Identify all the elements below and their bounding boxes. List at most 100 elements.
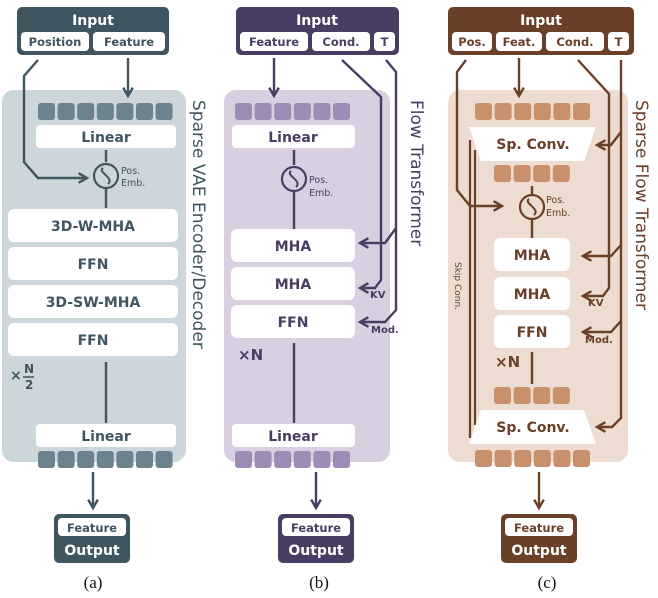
panel-c-tokens-top bbox=[475, 103, 590, 120]
panel-c-output-feature: Feature bbox=[514, 521, 564, 535]
panel-c-token bbox=[514, 103, 532, 120]
svg-text:N: N bbox=[24, 362, 34, 376]
panel-a-input-feature-chip bbox=[93, 32, 165, 51]
panel-a-output-feature: Feature bbox=[67, 521, 117, 535]
panel-a-token bbox=[136, 451, 153, 468]
panel-b-block-ffn bbox=[231, 305, 355, 338]
panel-a-token bbox=[96, 451, 114, 468]
panel-a-repeat-label: × N 2 bbox=[10, 362, 34, 392]
panel-b-token bbox=[313, 103, 331, 120]
panel-c-pos-line bbox=[455, 59, 505, 212]
panel-b-linear-top-label: Linear bbox=[268, 130, 318, 146]
panel-a-linear-top-label: Linear bbox=[81, 130, 131, 146]
panel-c-output-title: Output bbox=[511, 543, 567, 559]
panel-b-tokens-top bbox=[235, 103, 350, 120]
panel-c-t-branch-mha bbox=[580, 244, 622, 262]
panel-c-block-mha-2 bbox=[494, 277, 570, 310]
panel-b-token bbox=[235, 103, 252, 120]
panel-b-input-t: T bbox=[381, 35, 389, 49]
panel-b-block-ffn-label: FFN bbox=[278, 315, 309, 331]
panel-b-token bbox=[254, 451, 272, 468]
panel-a-token bbox=[38, 451, 55, 468]
panel-a-tokens-bottom bbox=[38, 451, 173, 468]
panel-c-sp-conv-top bbox=[469, 127, 596, 161]
panel-a-token bbox=[38, 103, 55, 120]
panel-a-input-position: Position bbox=[29, 35, 82, 49]
panel-c-token bbox=[573, 103, 590, 120]
panel-c-sp-conv-bottom-label: Sp. Conv. bbox=[496, 420, 569, 436]
panel-a-block-3d-sw-mha-label: 3D-SW-MHA bbox=[46, 295, 141, 311]
panel-b-linear-bottom bbox=[232, 424, 355, 447]
panel-a-block-ffn-1-label: FFN bbox=[78, 257, 109, 273]
panel-a-output-box: Feature Output bbox=[54, 514, 130, 563]
panel-b-linear-bottom-label: Linear bbox=[268, 429, 318, 445]
panel-a-block-ffn-2 bbox=[8, 323, 178, 356]
panel-a-output-title: Output bbox=[64, 543, 120, 559]
panel-a-token bbox=[116, 103, 134, 120]
svg-text:×: × bbox=[10, 368, 22, 384]
panel-b-input-title: Input bbox=[296, 13, 338, 29]
panel-c-token bbox=[533, 165, 551, 182]
panel-b-mod-label: Mod. bbox=[371, 325, 399, 336]
panel-c-token bbox=[475, 103, 492, 120]
panel-a-token bbox=[77, 451, 95, 468]
panel-c-t-branch-ffn bbox=[580, 320, 622, 338]
panel-c-token bbox=[513, 387, 531, 404]
panel-a-input-feature: Feature bbox=[104, 35, 154, 49]
panel-b-pos-emb-label-1: Pos. bbox=[309, 175, 328, 186]
panel-c-block-ffn bbox=[494, 315, 570, 348]
panel-a-block-3d-w-mha-label: 3D-W-MHA bbox=[51, 219, 135, 235]
panel-c-title: Sparse Flow Transformer bbox=[631, 100, 651, 310]
panel-c-pos-emb-label-2: Emb. bbox=[546, 208, 570, 219]
panel-b-input-cond: Cond. bbox=[322, 35, 359, 49]
panel-b-cond-line bbox=[341, 59, 383, 294]
panel-c-input-box: Input Pos. Feat. Cond. T bbox=[448, 7, 634, 55]
panel-a-block-ffn-2-label: FFN bbox=[78, 333, 109, 349]
panel-a-block-ffn-1 bbox=[8, 247, 178, 280]
panel-b-title: Flow Transformer bbox=[406, 100, 426, 246]
panel-c-block-mha-1-label: MHA bbox=[514, 248, 551, 264]
panel-a-input-title: Input bbox=[72, 13, 114, 29]
panel-c-token bbox=[494, 450, 512, 467]
panel-c-token bbox=[514, 450, 532, 467]
panel-c-token bbox=[494, 103, 512, 120]
panel-c-token bbox=[573, 450, 590, 467]
panel-c-pos-emb-icon bbox=[518, 193, 546, 221]
panel-c-t-line bbox=[594, 60, 623, 433]
panel-c-token bbox=[533, 450, 551, 467]
panel-b-token bbox=[274, 103, 292, 120]
panel-b-t-line bbox=[357, 59, 398, 328]
panel-c-token bbox=[552, 165, 570, 182]
panel-b-caption: (b) bbox=[309, 573, 329, 592]
panel-c-pos-emb-label-1: Pos. bbox=[546, 195, 565, 206]
panel-c-tokens-mid-top bbox=[494, 165, 570, 182]
panel-c-tokens-bottom bbox=[475, 450, 590, 467]
panel-a-token bbox=[155, 103, 173, 120]
panel-a-linear-bottom bbox=[36, 424, 176, 447]
panel-c-sp-conv-top-label: Sp. Conv. bbox=[496, 137, 569, 153]
panel-c-cond-line bbox=[577, 59, 611, 302]
panel-b-token bbox=[293, 451, 311, 468]
panel-c-kv-label: KV bbox=[588, 298, 604, 309]
panel-c-block-ffn-label: FFN bbox=[517, 325, 548, 341]
panel-c-t-branch-conv bbox=[594, 131, 622, 151]
panel-b-output-feature: Feature bbox=[291, 521, 341, 535]
panel-b-block-mha-2 bbox=[231, 267, 355, 300]
panel-a-token bbox=[57, 103, 75, 120]
svg-text:2: 2 bbox=[25, 378, 33, 392]
panel-a-token bbox=[155, 451, 173, 468]
panel-a-linear-top bbox=[36, 125, 176, 148]
panel-c-token bbox=[553, 103, 571, 120]
panel-a-input-position-chip bbox=[21, 32, 89, 51]
panel-b-kv-label: KV bbox=[370, 290, 386, 301]
panel-a-token bbox=[77, 103, 95, 120]
panel-b-linear-top bbox=[232, 125, 355, 148]
panel-b-token bbox=[333, 103, 350, 120]
panel-c-block-mha-2-label: MHA bbox=[514, 287, 551, 303]
panel-b-t-branch bbox=[357, 227, 397, 249]
panel-a-token bbox=[57, 451, 75, 468]
panel-b-input-feature: Feature bbox=[249, 35, 299, 49]
panel-c-token bbox=[494, 165, 511, 182]
panel-a-pos-emb-label-1: Pos. bbox=[121, 166, 140, 177]
